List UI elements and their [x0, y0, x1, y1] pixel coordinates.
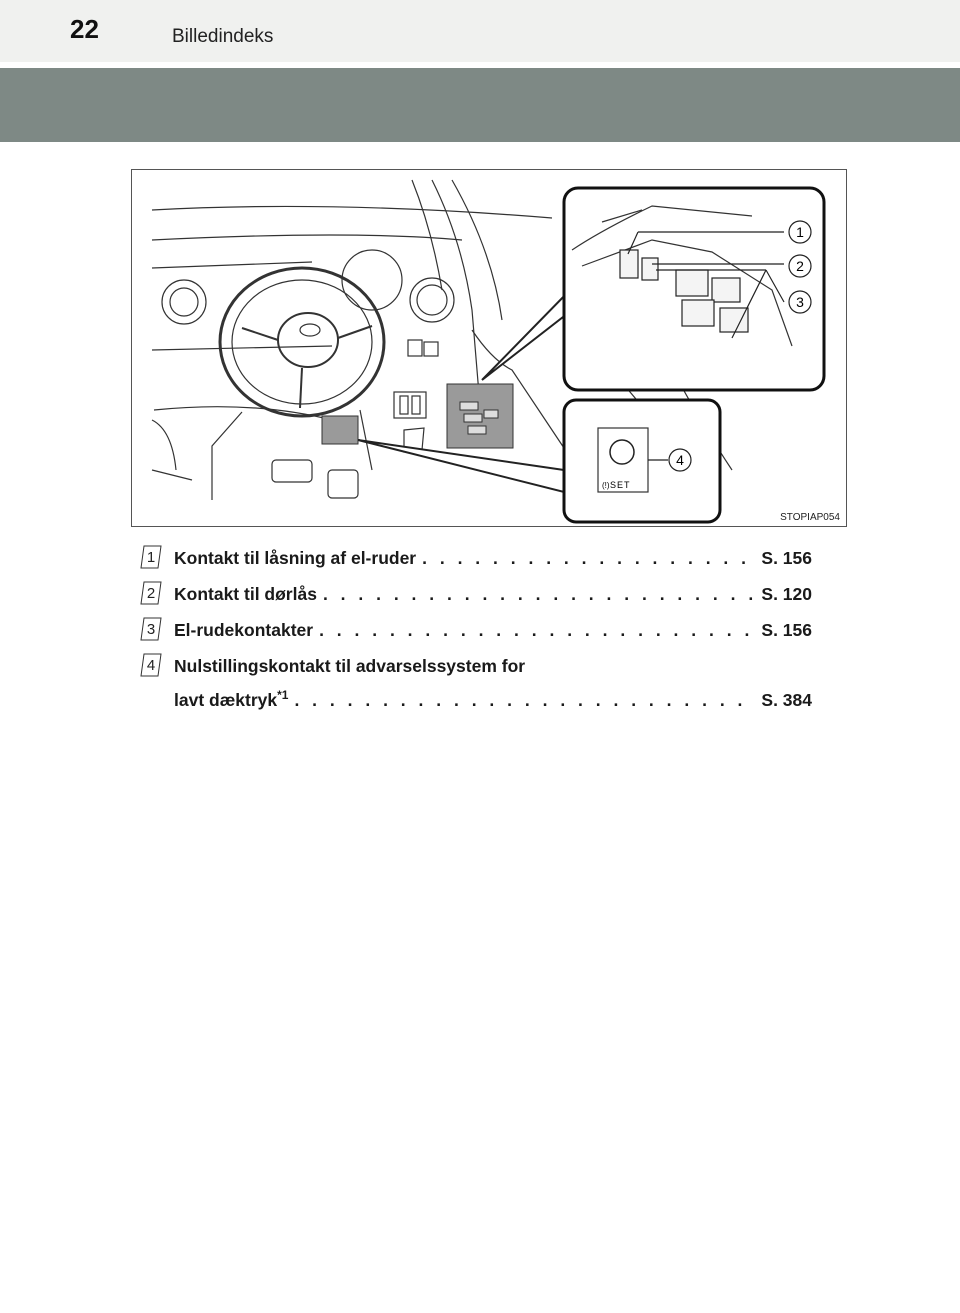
- callout-3: 3: [796, 294, 804, 310]
- number-frame-icon: [140, 581, 162, 605]
- page-reference[interactable]: S. 156: [761, 620, 812, 640]
- page-reference[interactable]: S. 120: [761, 584, 812, 604]
- list-item: 4 Nulstillingskontakt til advarselssyste…: [140, 653, 812, 722]
- number-frame-icon: [140, 545, 162, 569]
- number-frame-icon: [140, 617, 162, 641]
- item-label: Kontakt til låsning af el-ruder: [174, 548, 417, 568]
- item-label-line1: Nulstillingskontakt til advarselssystem …: [174, 656, 526, 676]
- item-list: 1 Kontakt til låsning af el-ruder S. 156…: [140, 545, 812, 722]
- callout-2: 2: [796, 258, 804, 274]
- list-item: 1 Kontakt til låsning af el-ruder S. 156: [140, 545, 812, 584]
- dot-leader: [323, 584, 755, 605]
- number-frame-icon: [140, 653, 162, 677]
- list-item: 3 El-rudekontakter S. 156: [140, 617, 812, 656]
- item-label: Kontakt til dørlås: [174, 584, 317, 604]
- item-number: 2: [140, 581, 162, 605]
- section-title: Billedindeks: [172, 26, 274, 47]
- dashboard-illustration: 1 2 3 SET (!) 4 STOPIAP054: [131, 169, 847, 527]
- header-band: [0, 68, 960, 142]
- dashboard-drawing: 1 2 3 SET (!) 4: [151, 179, 826, 524]
- item-number: 3: [140, 617, 162, 641]
- item-number: 4: [140, 653, 162, 677]
- page-reference[interactable]: S. 156: [761, 548, 812, 568]
- item-label: El-rudekontakter: [174, 620, 314, 640]
- item-label-line2: lavt dæktryk: [174, 690, 278, 710]
- item-number: 1: [140, 545, 162, 569]
- figure-code: STOPIAP054: [780, 512, 840, 523]
- page-header: 22 Billedindeks: [0, 0, 960, 62]
- tire-pressure-icon: (!): [602, 481, 610, 490]
- callout-4: 4: [676, 452, 684, 468]
- list-item: 2 Kontakt til dørlås S. 120: [140, 581, 812, 620]
- set-label: SET: [610, 480, 631, 490]
- dot-leader: [422, 548, 755, 569]
- page-number: 22: [70, 14, 99, 44]
- dot-leader: [319, 620, 755, 641]
- dot-leader: [294, 690, 755, 711]
- page-reference[interactable]: S. 384: [761, 690, 812, 710]
- callout-1: 1: [796, 224, 804, 240]
- footnote-marker: *1: [277, 688, 289, 703]
